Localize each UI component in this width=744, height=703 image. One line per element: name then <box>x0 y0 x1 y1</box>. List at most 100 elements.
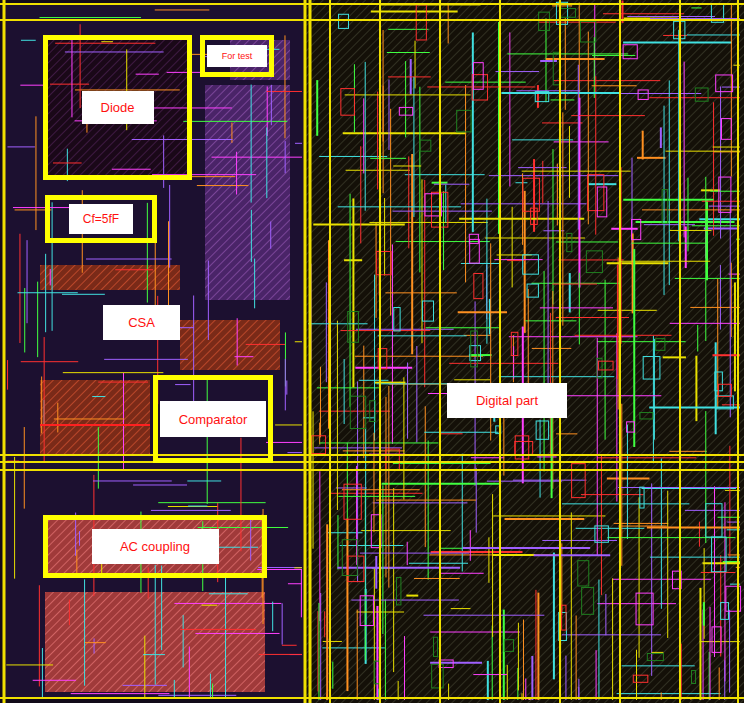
metal-wire <box>710 607 711 700</box>
metal-wire <box>403 377 404 499</box>
metal-wire <box>363 417 375 418</box>
cell-outline <box>439 660 453 668</box>
metal-wire <box>250 517 251 561</box>
metal-wire <box>85 642 106 643</box>
cell-outline <box>342 540 357 576</box>
metal-wire <box>338 496 415 497</box>
power-rail <box>0 469 744 471</box>
metal-wire <box>719 667 720 700</box>
metal-wire <box>654 339 655 440</box>
metal-wire <box>63 372 164 373</box>
metal-wire <box>284 35 285 138</box>
metal-wire <box>143 654 165 655</box>
metal-wire <box>695 356 697 421</box>
metal-wire <box>388 80 389 150</box>
metal-wire <box>332 662 333 689</box>
metal-wire <box>459 218 584 220</box>
metal-wire <box>363 346 364 459</box>
cell-outline <box>399 107 412 115</box>
cell-outline <box>719 177 731 212</box>
metal-wire <box>581 494 644 495</box>
metal-wire <box>524 191 526 333</box>
metal-wire <box>415 41 416 89</box>
metal-wire <box>411 154 413 354</box>
metal-wire <box>618 257 619 409</box>
cell-outline <box>718 384 731 396</box>
metal-wire <box>597 341 686 342</box>
metal-wire <box>637 157 666 159</box>
metal-wire <box>388 386 389 588</box>
cell-outline <box>597 187 606 217</box>
region-label: Digital part <box>447 383 567 418</box>
metal-wire <box>703 602 705 626</box>
metal-wire <box>287 452 302 453</box>
metal-wire <box>691 7 701 8</box>
cell-outline <box>422 301 433 321</box>
metal-wire <box>558 259 623 260</box>
metal-wire <box>345 94 471 95</box>
power-rail <box>499 0 501 703</box>
metal-wire <box>35 116 36 230</box>
metal-wire <box>592 55 635 56</box>
metal-wire <box>254 259 255 309</box>
metal-wire <box>392 244 393 443</box>
metal-wire <box>180 629 256 630</box>
metal-wire <box>236 152 237 195</box>
metal-wire <box>605 594 606 635</box>
metal-wire <box>112 169 151 170</box>
metal-wire <box>699 588 701 700</box>
metal-wire <box>532 283 619 284</box>
power-rail <box>737 0 739 703</box>
metal-wire <box>76 549 77 575</box>
block-label: For test <box>207 45 267 67</box>
metal-wire <box>317 387 381 388</box>
metal-wire <box>370 158 406 159</box>
metal-wire <box>647 526 740 528</box>
metal-wire <box>50 84 89 85</box>
metal-wire <box>393 463 491 464</box>
cell-outline <box>706 504 722 537</box>
metal-wire <box>664 106 665 295</box>
metal-wire <box>704 228 738 230</box>
metal-wire <box>462 454 463 572</box>
metal-wire <box>356 329 454 330</box>
analog-ground <box>4 4 304 699</box>
metal-wire <box>540 60 557 62</box>
metal-wire <box>669 80 670 285</box>
metal-wire <box>183 615 184 667</box>
metal-wire <box>295 143 302 144</box>
metal-wire <box>670 230 712 231</box>
metal-wire <box>562 503 689 504</box>
metal-wire <box>338 206 461 207</box>
metal-wire <box>424 432 498 433</box>
metal-wire <box>684 62 685 238</box>
cell-outline <box>511 332 518 355</box>
cell-outline <box>377 251 391 274</box>
power-rail <box>0 3 744 5</box>
metal-wire <box>542 122 582 123</box>
metal-wire <box>650 18 740 19</box>
metal-wire <box>552 149 553 304</box>
metal-wire <box>710 191 740 192</box>
metal-wire <box>202 605 217 606</box>
metal-wire <box>24 288 25 352</box>
metal-wire <box>642 209 740 210</box>
power-rail <box>0 697 744 699</box>
metal-wire <box>390 109 391 316</box>
cell-outline <box>662 190 668 224</box>
metal-wire <box>430 632 520 633</box>
metal-wire <box>543 230 564 231</box>
metal-wire <box>489 175 619 176</box>
metal-wire <box>272 602 273 632</box>
metal-wire <box>498 22 499 234</box>
cell-outline <box>339 14 349 28</box>
metal-wire <box>406 595 418 597</box>
power-rail <box>309 0 312 703</box>
cell-outline <box>515 441 533 454</box>
metal-wire <box>576 615 577 700</box>
metal-wire <box>373 502 468 503</box>
metal-wire <box>388 76 431 77</box>
metal-wire <box>288 583 302 584</box>
metal-wire <box>104 359 188 360</box>
metal-wire <box>413 77 414 217</box>
